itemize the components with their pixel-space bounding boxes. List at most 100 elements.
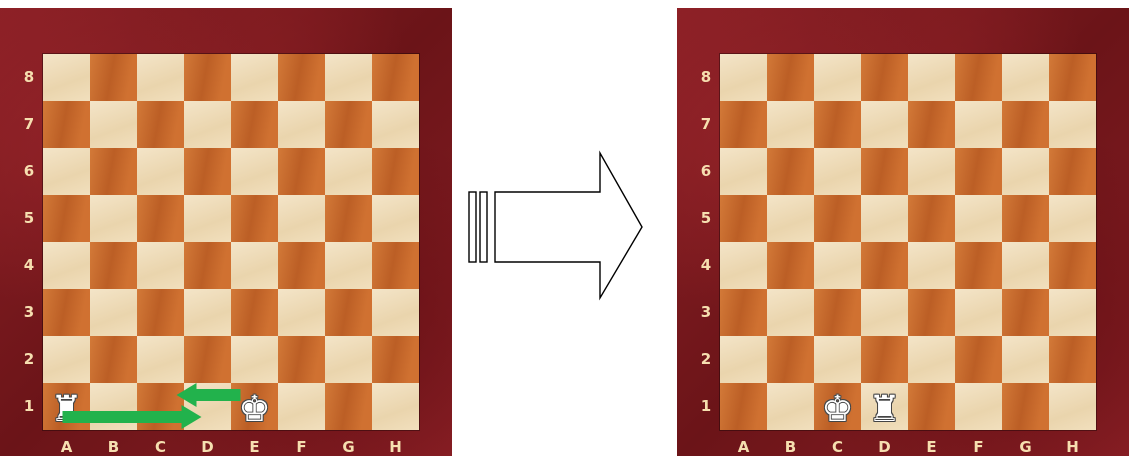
white-rook-icon[interactable]: ♜ xyxy=(43,383,90,430)
square-g2[interactable] xyxy=(325,336,372,383)
square-g6[interactable] xyxy=(1002,148,1049,195)
square-f4[interactable] xyxy=(278,242,325,289)
square-b5[interactable] xyxy=(767,195,814,242)
square-e8[interactable] xyxy=(908,54,955,101)
square-c4[interactable] xyxy=(137,242,184,289)
square-h8[interactable] xyxy=(1049,54,1096,101)
square-g6[interactable] xyxy=(325,148,372,195)
square-c4[interactable] xyxy=(814,242,861,289)
square-e1[interactable] xyxy=(908,383,955,430)
square-c2[interactable] xyxy=(137,336,184,383)
square-a7[interactable] xyxy=(43,101,90,148)
square-d6[interactable] xyxy=(184,148,231,195)
square-a5[interactable] xyxy=(43,195,90,242)
square-d7[interactable] xyxy=(184,101,231,148)
square-f2[interactable] xyxy=(955,336,1002,383)
square-e6[interactable] xyxy=(231,148,278,195)
square-e7[interactable] xyxy=(231,101,278,148)
square-g5[interactable] xyxy=(325,195,372,242)
square-f8[interactable] xyxy=(278,54,325,101)
square-f7[interactable] xyxy=(955,101,1002,148)
white-rook-icon[interactable]: ♜ xyxy=(861,383,908,430)
square-c1[interactable] xyxy=(137,383,184,430)
square-d8[interactable] xyxy=(861,54,908,101)
square-f5[interactable] xyxy=(955,195,1002,242)
square-h4[interactable] xyxy=(372,242,419,289)
square-h3[interactable] xyxy=(1049,289,1096,336)
square-e8[interactable] xyxy=(231,54,278,101)
square-c7[interactable] xyxy=(814,101,861,148)
square-g8[interactable] xyxy=(1002,54,1049,101)
square-d2[interactable] xyxy=(184,336,231,383)
square-e5[interactable] xyxy=(231,195,278,242)
square-h5[interactable] xyxy=(372,195,419,242)
square-g3[interactable] xyxy=(1002,289,1049,336)
square-e2[interactable] xyxy=(231,336,278,383)
square-e4[interactable] xyxy=(908,242,955,289)
square-a3[interactable] xyxy=(720,289,767,336)
square-b7[interactable] xyxy=(767,101,814,148)
square-d3[interactable] xyxy=(861,289,908,336)
square-b1[interactable] xyxy=(90,383,137,430)
square-g7[interactable] xyxy=(325,101,372,148)
square-f1[interactable] xyxy=(955,383,1002,430)
square-f3[interactable] xyxy=(278,289,325,336)
square-h6[interactable] xyxy=(1049,148,1096,195)
square-h3[interactable] xyxy=(372,289,419,336)
square-g4[interactable] xyxy=(325,242,372,289)
square-c3[interactable] xyxy=(137,289,184,336)
square-b6[interactable] xyxy=(767,148,814,195)
square-d2[interactable] xyxy=(861,336,908,383)
square-g3[interactable] xyxy=(325,289,372,336)
square-c7[interactable] xyxy=(137,101,184,148)
square-b8[interactable] xyxy=(767,54,814,101)
square-d1[interactable] xyxy=(184,383,231,430)
square-f6[interactable] xyxy=(955,148,1002,195)
square-c5[interactable] xyxy=(814,195,861,242)
square-e3[interactable] xyxy=(231,289,278,336)
square-c3[interactable] xyxy=(814,289,861,336)
square-b5[interactable] xyxy=(90,195,137,242)
square-b7[interactable] xyxy=(90,101,137,148)
square-b2[interactable] xyxy=(767,336,814,383)
square-e3[interactable] xyxy=(908,289,955,336)
square-f3[interactable] xyxy=(955,289,1002,336)
square-d5[interactable] xyxy=(861,195,908,242)
square-a8[interactable] xyxy=(720,54,767,101)
square-a1[interactable] xyxy=(720,383,767,430)
square-g4[interactable] xyxy=(1002,242,1049,289)
square-c8[interactable] xyxy=(137,54,184,101)
square-b2[interactable] xyxy=(90,336,137,383)
square-a8[interactable] xyxy=(43,54,90,101)
square-h2[interactable] xyxy=(372,336,419,383)
square-c2[interactable] xyxy=(814,336,861,383)
square-h2[interactable] xyxy=(1049,336,1096,383)
square-h7[interactable] xyxy=(1049,101,1096,148)
square-b3[interactable] xyxy=(767,289,814,336)
square-g7[interactable] xyxy=(1002,101,1049,148)
square-e2[interactable] xyxy=(908,336,955,383)
square-e6[interactable] xyxy=(908,148,955,195)
square-f6[interactable] xyxy=(278,148,325,195)
square-a3[interactable] xyxy=(43,289,90,336)
square-a2[interactable] xyxy=(720,336,767,383)
square-d5[interactable] xyxy=(184,195,231,242)
square-g8[interactable] xyxy=(325,54,372,101)
square-f4[interactable] xyxy=(955,242,1002,289)
square-c5[interactable] xyxy=(137,195,184,242)
square-h4[interactable] xyxy=(1049,242,1096,289)
square-e1[interactable]: ♚ xyxy=(231,383,278,430)
square-b8[interactable] xyxy=(90,54,137,101)
square-c8[interactable] xyxy=(814,54,861,101)
square-f8[interactable] xyxy=(955,54,1002,101)
square-f1[interactable] xyxy=(278,383,325,430)
square-d6[interactable] xyxy=(861,148,908,195)
square-a6[interactable] xyxy=(43,148,90,195)
square-b1[interactable] xyxy=(767,383,814,430)
square-a2[interactable] xyxy=(43,336,90,383)
square-b6[interactable] xyxy=(90,148,137,195)
square-h5[interactable] xyxy=(1049,195,1096,242)
square-d4[interactable] xyxy=(861,242,908,289)
square-f7[interactable] xyxy=(278,101,325,148)
square-g1[interactable] xyxy=(325,383,372,430)
